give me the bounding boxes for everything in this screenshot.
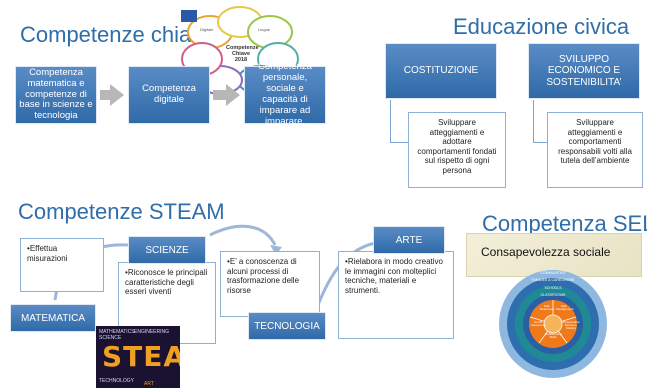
steam-image: MATHEMATICS ENGINEERING SCIENCE STEAM TE… xyxy=(96,326,180,388)
chevron-arrow-icon xyxy=(226,84,240,106)
chevron-bar xyxy=(213,90,226,100)
connector-line xyxy=(533,142,547,143)
sel-ring-schools: SCHOOLS xyxy=(544,286,562,290)
competenze-steam-title: Competenze STEAM xyxy=(18,199,225,224)
connector-line xyxy=(533,100,534,142)
wheel-center-label: Competenze Chiave 2018 xyxy=(226,45,259,64)
civica-header-costituzione: COSTITUZIONE xyxy=(385,43,497,99)
civica-detail-costituzione: Sviluppare atteggiamenti e adottare comp… xyxy=(408,112,506,188)
chiave-box-personale: Competenza personale, sociale e capacità… xyxy=(244,61,326,127)
connector-line xyxy=(390,142,408,143)
chevron-arrow-icon xyxy=(110,84,124,106)
wheel-segment-digitale: Digitale xyxy=(200,27,214,32)
chiave-box-digitale: Competenza digitale xyxy=(128,66,210,124)
chevron-bar xyxy=(100,90,110,100)
educazione-civica-title: Educazione civica xyxy=(453,14,630,39)
sel-core-social-awareness: Social Awareness xyxy=(531,320,546,327)
sel-core-relationship-skills: Relationship Skills xyxy=(545,332,562,339)
civica-detail-sviluppo: Sviluppare atteggiamenti e comportamenti… xyxy=(547,112,643,188)
competenze-chiave-title: Competenze chiave xyxy=(20,22,215,47)
sel-ring-classrooms: CLASSROOMS xyxy=(540,293,566,297)
chiave-box-matematica: Competenza matematica e competenze di ba… xyxy=(15,66,97,124)
steam-note-arte: Rielabora in modo creativo le immagini c… xyxy=(338,251,454,339)
steam-tag-matematica: MATEMATICA xyxy=(10,304,96,332)
steam-tag-tecnologia: TECNOLOGIA xyxy=(248,312,326,340)
sel-ring-families: FAMILIES & CAREGIVERS xyxy=(531,278,575,282)
steam-note-tecnologia: E’ a conoscenza di alcuni processi di tr… xyxy=(220,251,320,317)
steam-note-matematica: Effettua misurazioni xyxy=(20,238,104,292)
sel-ring-communities: COMMUNITIES xyxy=(540,271,566,275)
steam-tag-arte: ARTE xyxy=(373,226,445,254)
civica-header-sviluppo: SVILUPPO ECONOMICO E SOSTENIBILITA’ xyxy=(528,43,640,99)
sel-wheel xyxy=(499,270,607,378)
wheel-segment-lingue: Lingue xyxy=(258,27,271,32)
steam-tag-scienze: SCIENZE xyxy=(128,236,206,264)
sel-core-self-awareness: Self-Awareness xyxy=(539,304,555,311)
sel-core-self-management: Self-Management xyxy=(556,304,574,311)
sel-core-decision-making: Responsible Decision-Making xyxy=(563,320,580,330)
connector-line xyxy=(390,100,391,142)
sel-heading: Consapevolezza sociale xyxy=(481,245,611,259)
competenza-sel-title: Competenza SEL xyxy=(482,211,647,236)
